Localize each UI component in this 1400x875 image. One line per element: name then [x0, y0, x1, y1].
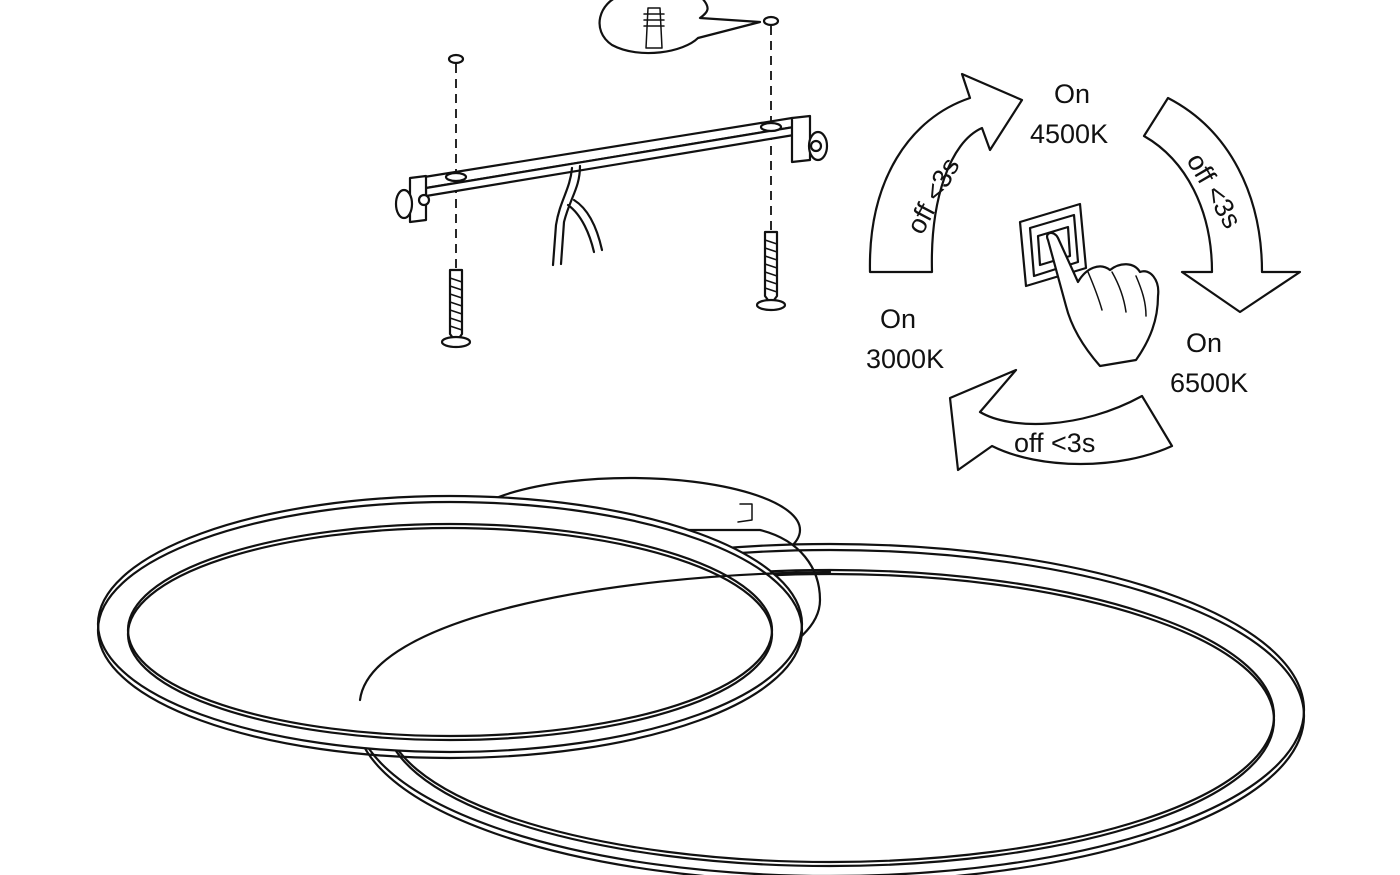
ceiling-light-fixture-icon [96, 476, 1305, 875]
screw-right-icon [755, 230, 787, 312]
wall-plug-detail-icon [598, 0, 780, 55]
state-4500-on: On [1054, 79, 1090, 109]
color-temperature-cycle: off <3s off <3s off <3s On 4500K On 3000… [866, 72, 1302, 472]
screw-left-icon [440, 268, 472, 349]
arrow-4500-to-6500-icon [1142, 96, 1302, 314]
state-3000-temp: 3000K [866, 344, 944, 374]
small-ring-icon [96, 494, 804, 760]
state-4500-temp: 4500K [1030, 119, 1108, 149]
ceiling-hole-left-icon [447, 53, 465, 65]
mounting-bracket-assembly [394, 0, 829, 349]
state-6500-temp: 6500K [1170, 368, 1248, 398]
arrow-label-bottom: off <3s [1014, 428, 1095, 458]
state-3000-on: On [880, 304, 916, 334]
arrow-6500-to-3000-icon [948, 368, 1174, 472]
pressing-hand-icon [1046, 231, 1160, 368]
mounting-bracket-icon [394, 114, 829, 224]
state-6500-on: On [1186, 328, 1222, 358]
large-ring-front-arc [358, 570, 832, 702]
arrow-3000-to-4500-icon [868, 72, 1024, 274]
power-cable-icon [551, 164, 604, 267]
